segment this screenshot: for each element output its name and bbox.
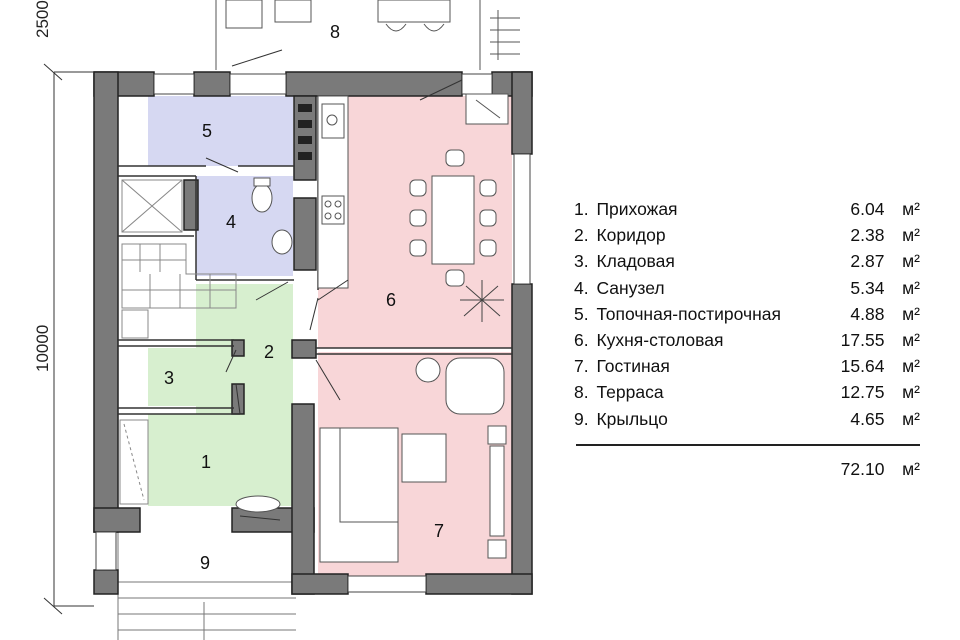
legend-name: Санузел xyxy=(596,277,665,298)
legend-area: 4.65 xyxy=(850,408,885,429)
legend-num: 6. xyxy=(574,330,589,351)
room-label-2: 2 xyxy=(264,342,274,362)
legend-name: Крыльцо xyxy=(596,408,668,429)
legend-unit: м² xyxy=(902,199,920,220)
total-unit: м² xyxy=(902,458,920,479)
legend-area: 17.55 xyxy=(840,330,885,351)
porch-stairs xyxy=(117,530,296,640)
room-label-5: 5 xyxy=(202,121,212,141)
legend-num: 2. xyxy=(574,225,589,246)
legend-area: 5.34 xyxy=(850,277,885,298)
legend-row: 7. Гостиная 15.64 м² xyxy=(574,353,920,379)
legend-row: 1. Прихожая 6.04 м² xyxy=(574,196,920,222)
living-furniture xyxy=(319,357,507,563)
legend-unit: м² xyxy=(902,277,920,298)
boiler-unit xyxy=(298,104,312,160)
legend-num: 4. xyxy=(574,277,589,298)
room-label-1: 1 xyxy=(201,452,211,472)
legend-name: Кухня-столовая xyxy=(596,330,724,351)
legend-area: 15.64 xyxy=(840,356,885,377)
legend-unit: м² xyxy=(902,408,920,429)
room-3-fill xyxy=(148,348,236,406)
dimension-side: 10000 xyxy=(33,325,52,372)
room-label-4: 4 xyxy=(226,212,236,232)
legend-name: Коридор xyxy=(596,225,666,246)
dining-set xyxy=(409,149,497,287)
legend-divider xyxy=(576,443,920,446)
legend-unit: м² xyxy=(902,303,920,324)
room-labels: 1 2 3 4 5 6 7 8 9 xyxy=(164,22,444,573)
wardrobe xyxy=(119,419,149,505)
legend-num: 1. xyxy=(574,199,589,220)
shower xyxy=(121,179,183,233)
legend-num: 5. xyxy=(574,303,589,324)
legend-row: 6. Кухня-столовая 17.55 м² xyxy=(574,327,920,353)
legend-num: 8. xyxy=(574,382,589,403)
legend-total: 72.10 м² xyxy=(574,456,920,482)
legend-num: 3. xyxy=(574,251,589,272)
windows xyxy=(95,73,531,593)
room-label-6: 6 xyxy=(386,290,396,310)
door-swings xyxy=(205,49,463,521)
room-5-fill xyxy=(148,96,293,166)
floor-plan: 2500 10000 1 2 3 4 5 6 7 8 9 xyxy=(33,0,533,640)
legend-row: 4. Санузел 5.34 м² xyxy=(574,275,920,301)
legend-unit: м² xyxy=(902,330,920,351)
legend-name: Кладовая xyxy=(596,251,675,272)
legend-name: Терраса xyxy=(596,382,664,403)
area-legend: 1. Прихожая 6.04 м² 2. Коридор 2.38 м² 3… xyxy=(574,196,920,482)
fireplace xyxy=(465,93,509,125)
staircase xyxy=(121,243,237,339)
legend-area: 4.88 xyxy=(850,303,885,324)
room-4-fill xyxy=(196,176,293,276)
legend-num: 9. xyxy=(574,408,589,429)
dimension-top: 2500 xyxy=(33,0,52,38)
legend-num: 7. xyxy=(574,356,589,377)
room-label-9: 9 xyxy=(200,553,210,573)
shoe-rack xyxy=(235,495,281,513)
legend-row: 8. Терраса 12.75 м² xyxy=(574,379,920,405)
bathroom-fixtures xyxy=(251,177,293,255)
total-area: 72.10 xyxy=(840,458,885,479)
legend-row: 9. Крыльцо 4.65 м² xyxy=(574,406,920,432)
terrace xyxy=(215,0,520,70)
legend-area: 6.04 xyxy=(850,199,885,220)
legend-row: 5. Топочная-постирочная 4.88 м² xyxy=(574,301,920,327)
legend-row: 3. Кладовая 2.87 м² xyxy=(574,248,920,274)
legend-area: 2.38 xyxy=(850,225,885,246)
legend-unit: м² xyxy=(902,356,920,377)
kitchen-counter xyxy=(317,95,349,289)
legend-unit: м² xyxy=(902,382,920,403)
room-label-7: 7 xyxy=(434,521,444,541)
legend-unit: м² xyxy=(902,225,920,246)
plant xyxy=(460,280,504,322)
dimension-lines xyxy=(43,63,94,615)
room-1-fill xyxy=(148,414,293,506)
legend-name: Топочная-постирочная xyxy=(596,303,781,324)
legend-area: 2.87 xyxy=(850,251,885,272)
room-label-8: 8 xyxy=(330,22,340,42)
legend-row: 2. Коридор 2.38 м² xyxy=(574,222,920,248)
legend-unit: м² xyxy=(902,251,920,272)
legend-name: Прихожая xyxy=(596,199,678,220)
room-label-3: 3 xyxy=(164,368,174,388)
legend-area: 12.75 xyxy=(840,382,885,403)
legend-name: Гостиная xyxy=(596,356,670,377)
